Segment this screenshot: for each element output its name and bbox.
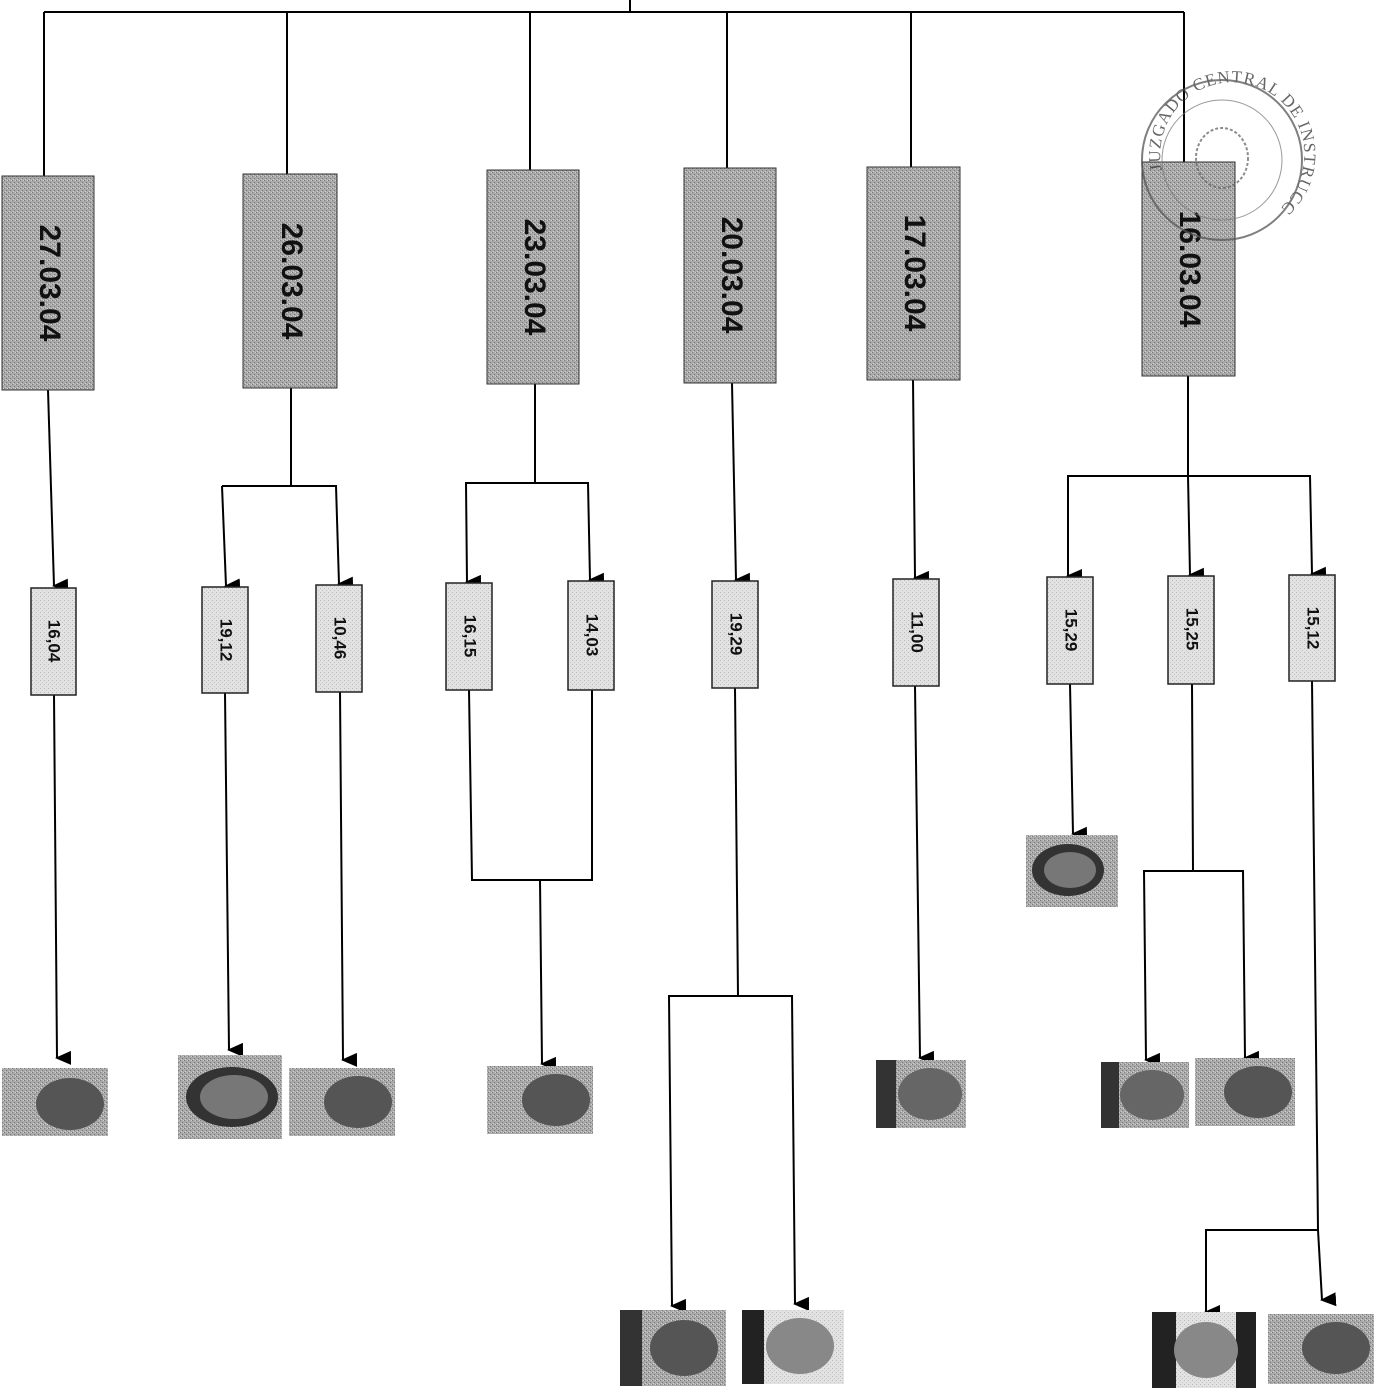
time-label: 11,00 <box>908 611 927 653</box>
branch-line <box>1142 683 1195 1067</box>
portrait-photo <box>178 1055 282 1139</box>
time-label: 14,03 <box>583 614 602 657</box>
branch-line <box>1069 683 1088 841</box>
branch-line <box>535 482 605 587</box>
portrait-photo <box>487 1066 593 1134</box>
portrait-photo <box>742 1310 844 1384</box>
date-box-20-03: 20.03.04 <box>683 167 777 384</box>
date-label: 16.03.04 <box>1173 211 1206 328</box>
portrait-photo <box>1026 835 1118 907</box>
time-label: 15,25 <box>1183 608 1202 651</box>
branch-line <box>1204 680 1320 1319</box>
branch-line <box>1066 376 1189 583</box>
date-label: 26.03.04 <box>275 223 308 340</box>
branch-line <box>1193 870 1260 1065</box>
time-label: 15,29 <box>1062 609 1081 652</box>
branch-line <box>731 382 751 587</box>
date-box-23-03: 23.03.04 <box>486 169 580 385</box>
time-box: 10,46 <box>315 584 363 693</box>
branch-line <box>914 685 935 1065</box>
portrait-photo <box>1152 1312 1256 1388</box>
portrait-photos <box>2 835 1374 1388</box>
branch-line <box>1188 475 1327 581</box>
portrait-photo <box>1195 1058 1295 1126</box>
time-box: 15,25 <box>1167 575 1215 685</box>
branch-line <box>224 692 244 1057</box>
branch-line <box>47 389 69 593</box>
portrait-photo <box>620 1310 726 1386</box>
branch-line <box>539 879 557 1071</box>
date-box-27-03: 27.03.04 <box>1 175 95 391</box>
time-box: 14,03 <box>567 580 615 691</box>
time-box: 16,04 <box>30 587 77 696</box>
date-label: 23.03.04 <box>518 219 551 336</box>
branch-line <box>738 995 810 1311</box>
time-label: 19,12 <box>217 619 236 662</box>
coat-of-arms-icon <box>1195 127 1249 189</box>
portrait-photo <box>1101 1062 1189 1128</box>
time-label: 15,12 <box>1304 607 1323 650</box>
time-label: 16,15 <box>461 615 480 658</box>
time-box: 19,29 <box>711 580 759 689</box>
time-label: 16,04 <box>45 620 64 663</box>
date-box-17-03: 17.03.04 <box>866 166 961 381</box>
date-label: 20.03.04 <box>715 217 748 334</box>
branch-line <box>339 691 358 1067</box>
branch-line <box>912 379 930 585</box>
date-box-26-03: 26.03.04 <box>242 173 338 389</box>
branch-line <box>222 388 292 487</box>
portrait-photo <box>289 1068 395 1136</box>
stamp-text: JUZGADO CENTRAL DE INSTRUCCIÓN <box>0 0 1319 219</box>
date-box-16-03: 16.03.04 <box>1141 161 1236 377</box>
portrait-photo <box>2 1068 108 1136</box>
time-label: 10,46 <box>331 617 350 660</box>
time-box: 15,12 <box>1288 574 1336 682</box>
portrait-photo <box>876 1060 966 1128</box>
branch-line <box>468 689 593 881</box>
branch-line <box>464 384 536 589</box>
branch-line <box>1187 475 1205 582</box>
time-box: 19,12 <box>201 586 249 694</box>
branch-line <box>53 694 72 1065</box>
court-stamp: JUZGADO CENTRAL DE INSTRUCCIÓN <box>0 0 1319 241</box>
time-box: 16,15 <box>445 582 493 691</box>
time-box: 11,00 <box>892 578 940 687</box>
connector-lines <box>43 0 1337 1319</box>
date-label: 27.03.04 <box>33 225 66 342</box>
branch-line <box>667 687 740 1313</box>
portrait-photo <box>1268 1314 1374 1384</box>
date-label: 17.03.04 <box>898 215 931 332</box>
branch-line <box>1317 1229 1337 1307</box>
time-label: 19,29 <box>727 613 746 656</box>
branch-line <box>291 485 354 591</box>
branch-line <box>221 485 241 593</box>
time-box: 15,29 <box>1046 576 1094 685</box>
